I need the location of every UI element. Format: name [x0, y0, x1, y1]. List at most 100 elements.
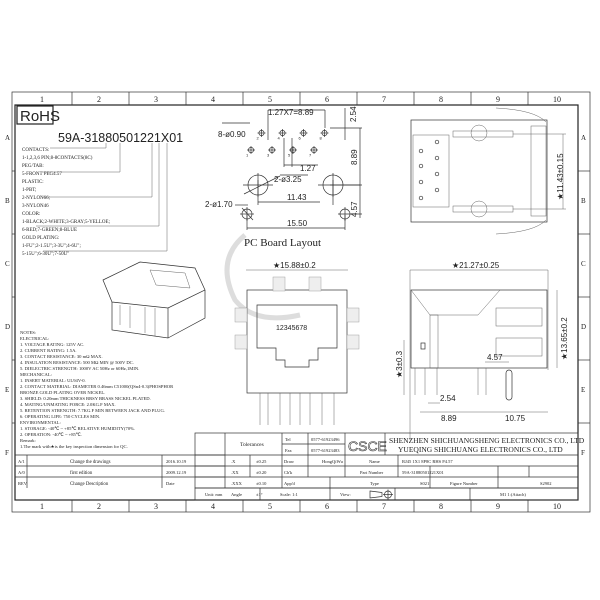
- pcb-pin-offset: 1.27: [300, 164, 316, 173]
- check-label: Ch'k: [284, 470, 293, 475]
- row-label-left: F: [5, 449, 9, 457]
- revision-description: Change the drawings: [70, 460, 111, 465]
- side-view: [403, 269, 558, 440]
- part-option-line: GOLD PLATING:: [22, 236, 59, 241]
- revision-rows: A/1 Change the drawings 2016.10.19A/0 first…: [18, 459, 187, 487]
- column-label-top: 9: [496, 95, 500, 104]
- column-label-top: 8: [439, 95, 443, 104]
- note-line: 2. CONTACT MATERIAL: DIAMETER 0.46mm C51…: [20, 384, 174, 389]
- revision-code: REV: [18, 481, 28, 486]
- note-line: 1. INSERT MATERIAL: UL94V-0.: [20, 378, 86, 383]
- note-line: 1. STORAGE: -40℃ ~ +85℃ RELATIVE HUMIDIT…: [20, 426, 135, 431]
- side-pin-length: ★3±0.3: [395, 350, 404, 378]
- part-option-line: CONTACTS:: [22, 148, 49, 153]
- tolerance-precision: .X: [231, 459, 236, 464]
- revision-table: [15, 454, 225, 488]
- pcb-pitch: 1.27X7=8.89: [268, 108, 314, 117]
- pcb-peg-span: 15.50: [287, 219, 308, 228]
- part-option-line: 5-FRONT PEG4.57: [22, 172, 62, 177]
- revision-code: A/1: [18, 459, 25, 464]
- front-width: ★15.88±0.2: [273, 261, 316, 270]
- rohs-box: [16, 105, 54, 125]
- note-line: 2. OPERATION: -40℃ ~ +85℃.: [20, 432, 82, 437]
- front-view: [234, 269, 360, 425]
- column-label-top: 2: [97, 95, 101, 104]
- top-view: [410, 107, 566, 235]
- revision-date: 2016.10.19: [166, 459, 187, 464]
- tel-value: 0577-61923496: [311, 437, 340, 442]
- row-label-right: A: [581, 134, 586, 142]
- column-label-bottom: 10: [553, 502, 561, 511]
- draw-label: Draw: [284, 459, 295, 464]
- note-line: 3. SHIELD: 0.20mm THICKNESS BRSY BRASS N…: [20, 396, 151, 401]
- side-height: ★13.65±0.2: [560, 317, 569, 360]
- note-line: ENVIRONMENTAL:: [20, 420, 61, 425]
- tolerance-value: ±0.10: [256, 481, 267, 486]
- side-dim-10-75: 10.75: [505, 414, 526, 423]
- column-label-bottom: 2: [97, 502, 101, 511]
- tolerance-precision: Angle: [231, 492, 242, 497]
- part-code: 59A-31880501221X01: [58, 131, 183, 145]
- column-label-bottom: 6: [325, 502, 329, 511]
- part-option-line: 1-FU";2-1.5U";3-3U";4-6U";: [22, 244, 81, 249]
- part-option-line: 1-1,2,3,6 PIN;8-8CONTACTS(8C): [22, 156, 93, 161]
- type-label: Type: [370, 481, 379, 486]
- column-label-bottom: 5: [268, 502, 272, 511]
- note-line: Remark:: [20, 438, 36, 443]
- pcb-row-offset: 2.54: [349, 106, 358, 122]
- view-label: View:: [340, 492, 351, 497]
- note-line: 3. CONTACT RESISTANCE: 30 mΩ MAX.: [20, 354, 103, 359]
- company-name-1: SHENZHEN SHICHUANGSHENG ELECTRONICS CO.,…: [389, 436, 585, 445]
- column-label-bottom: 1: [40, 502, 44, 511]
- pcb-pin-number: 8: [320, 136, 323, 141]
- projection-symbol-icon: [369, 489, 393, 500]
- watermark-logo: [224, 233, 301, 321]
- row-label-left: A: [5, 134, 10, 142]
- row-label-left: E: [5, 386, 9, 394]
- pcb-pin-holes: 12345678: [246, 129, 329, 158]
- perspective-view: [102, 261, 206, 339]
- column-label-bottom: 8: [439, 502, 443, 511]
- sheet-label: M1 1:(Attach): [500, 492, 526, 497]
- revision-date: Date: [166, 481, 175, 486]
- row-label-right: D: [581, 323, 586, 331]
- part-options: CONTACTS: 1-1,2,3,6 PIN;8-8CONTACTS(8C) PE…: [22, 148, 110, 257]
- pcb-post-span: 11.43: [287, 193, 307, 202]
- outer-frame: [11, 91, 591, 513]
- pcb-pin-number: 5: [288, 153, 291, 158]
- note-line: ELECTRICAL:: [20, 336, 49, 341]
- column-label-bottom: 3: [154, 502, 158, 511]
- part-number-value: 59A-31880501221X01: [402, 470, 444, 475]
- part-option-line: COLOR:: [22, 212, 40, 217]
- column-label-top: 6: [325, 95, 329, 104]
- note-line: 1. VOLTAGE RATING: 125V AC.: [20, 342, 84, 347]
- note-line: MECHANICAL:: [20, 372, 52, 377]
- pcb-peg-holes-label: 2-ø1.70: [205, 200, 233, 209]
- note-line: 5. DIELECTRIC STRENGTH: 1000V AC 50Hz or…: [20, 366, 139, 372]
- row-label-right: B: [581, 197, 586, 205]
- row-label-right: F: [581, 449, 585, 457]
- revision-code: A/0: [18, 470, 26, 475]
- side-length: ★21.27±0.25: [452, 261, 500, 270]
- tolerances-title: Tolerances: [240, 442, 264, 448]
- part-number-label: Part Number: [360, 470, 384, 475]
- part-option-line: PEG/TAB:: [22, 164, 44, 169]
- column-label-bottom: 7: [382, 502, 386, 511]
- pcb-post-holes-label: 2-ø3.25: [274, 175, 302, 184]
- part-option-line: 1-BLACK;2-WHITE;3-GRAY;5-YELLOE;: [22, 220, 110, 225]
- row-label-right: E: [581, 386, 585, 394]
- row-label-left: C: [5, 260, 10, 268]
- tolerance-precision: .XX: [231, 470, 239, 475]
- note-line: NOTES:: [20, 330, 36, 335]
- revision-description: first edition: [70, 471, 93, 476]
- tolerance-value: ±0.20: [256, 470, 267, 475]
- notes-block: NOTES:ELECTRICAL:1. VOLTAGE RATING: 125V…: [20, 330, 174, 449]
- revision-date: 2009.12.19: [166, 470, 187, 475]
- fax-value: 0577-61923483: [311, 448, 340, 453]
- row-label-right: C: [581, 260, 586, 268]
- note-line: BRONZE GOLD PLATING OVER NICKEL.: [20, 390, 105, 395]
- part-option-line: 3-NYLON46: [22, 204, 49, 209]
- column-label-top: 5: [268, 95, 272, 104]
- fax-label: Fax: [285, 448, 293, 453]
